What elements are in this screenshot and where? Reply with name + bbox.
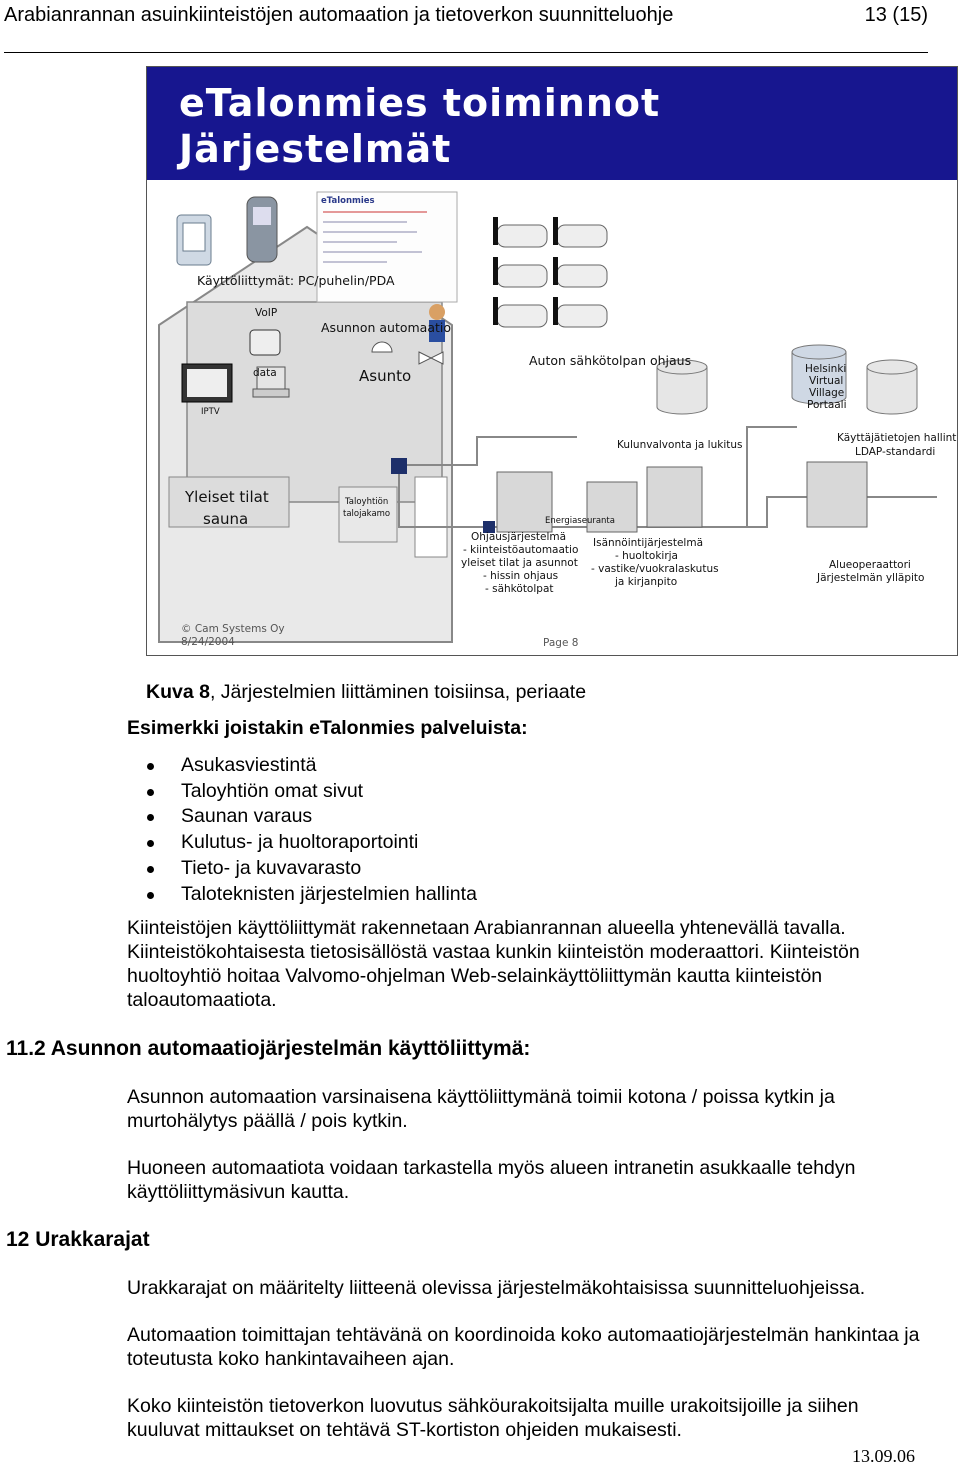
document-title: Arabianrannan asuinkiinteistöjen automaa… xyxy=(4,4,674,26)
label-user-mgmt-2: LDAP-standardi xyxy=(855,446,936,458)
label-control-2: yleiset tilat ja asunnot xyxy=(461,557,578,569)
footer-date: 13.09.06 xyxy=(852,1446,915,1466)
label-access-control: Kulunvalvonta ja lukitus xyxy=(617,439,743,451)
label-helsinki-1: Helsinki xyxy=(805,363,847,375)
label-operator-1: Järjestelmän ylläpito xyxy=(817,572,925,584)
bullet-icon xyxy=(147,763,154,770)
valve-icon xyxy=(418,351,444,365)
common-areas-box xyxy=(168,476,290,528)
label-manager-3: ja kirjanpito xyxy=(615,576,678,588)
voip-phone-icon xyxy=(249,329,281,356)
label-common-2: sauna xyxy=(203,510,249,528)
paragraph-supplier-task: Automaation toimittajan tehtävänä on koo… xyxy=(127,1324,920,1370)
list-item: Saunan varaus xyxy=(147,804,477,830)
bullet-icon xyxy=(147,891,154,899)
label-hw-1: Taloyhtiön xyxy=(345,497,389,507)
paragraph-switches: Asunnon automaation varsinaisena käyttöl… xyxy=(127,1086,835,1132)
label-helsinki-3: Village xyxy=(809,387,845,399)
paragraph-network-handover: Koko kiinteistön tietoverkon luovutus sä… xyxy=(127,1395,859,1441)
switchboard-box xyxy=(338,486,398,543)
service-label: Tieto- ja kuvavarasto xyxy=(181,856,362,879)
label-car-charging: Auton sähkötolpan ohjaus xyxy=(529,353,692,368)
web-screenshot xyxy=(316,191,458,303)
paragraph-contract-limits: Urakkarajat on määritelty liitteenä olev… xyxy=(127,1277,866,1299)
label-control-0: Ohjausjärjestelmä xyxy=(471,531,567,543)
list-item: Kulutus- ja huoltoraportointi xyxy=(147,830,477,856)
service-label: Taloteknisten järjestelmien hallinta xyxy=(181,882,477,905)
services-list: Asukasviestintä Taloyhtiön omat sivut Sa… xyxy=(147,753,477,907)
bullet-icon xyxy=(147,788,154,796)
caption-text: , Järjestelmien liittäminen toisiinsa, p… xyxy=(209,681,587,703)
service-label: Asukasviestintä xyxy=(181,754,317,776)
section-heading-12: 12 Urakkarajat xyxy=(6,1228,150,1251)
system-diagram xyxy=(158,191,937,643)
label-page: Page 8 xyxy=(543,637,579,649)
examples-heading: Esimerkki joistakin eTalonmies palveluis… xyxy=(127,717,528,739)
paragraph-interfaces: Kiinteistöjen käyttöliittymät rakennetaa… xyxy=(127,917,860,1011)
label-voip: VoIP xyxy=(255,307,278,319)
list-item: Taloteknisten järjestelmien hallinta xyxy=(147,882,477,908)
bullet-icon xyxy=(147,865,154,873)
bullet-icon xyxy=(147,814,154,822)
figure-title-1: eTalonmies toiminnot xyxy=(179,81,661,125)
list-item: Asukasviestintä xyxy=(147,753,477,779)
label-iptv: IPTV xyxy=(201,407,220,417)
page-number: 13 (15) xyxy=(864,4,928,26)
label-manager-2: - vastike/vuokralaskutus xyxy=(591,563,719,575)
system-diagram-figure: eTalonmies toiminnot Järjestelmät xyxy=(146,66,958,656)
label-user-mgmt-1: Käyttäjätietojen hallinta xyxy=(837,432,958,444)
car-grid xyxy=(496,224,608,328)
label-common-1: Yleiset tilat xyxy=(185,488,269,506)
bullet-icon xyxy=(147,840,154,848)
label-helsinki-2: Virtual xyxy=(809,375,844,387)
database-cylinders xyxy=(656,344,918,415)
label-energy: Energiaseuranta xyxy=(545,516,615,526)
lamp-icon xyxy=(371,341,393,353)
label-hw-2: talojakamo xyxy=(343,509,391,519)
label-control-1: - kiinteistöautomaatio xyxy=(463,544,579,556)
door xyxy=(414,476,448,558)
network-line-3 xyxy=(746,426,797,527)
label-control-3: - hissin ohjaus xyxy=(483,570,559,582)
label-copyright: © Cam Systems Oy xyxy=(181,623,285,635)
network-line-2 xyxy=(399,436,577,466)
service-label: Saunan varaus xyxy=(181,805,313,828)
figure-banner: eTalonmies toiminnot Järjestelmät xyxy=(147,67,957,180)
paragraph-intranet: Huoneen automaatiota voidaan tarkastella… xyxy=(127,1157,856,1203)
network-node-2 xyxy=(483,521,495,533)
label-manager-1: - huoltokirja xyxy=(615,550,678,562)
page-header: Arabianrannan asuinkiinteistöjen automaa… xyxy=(4,2,928,53)
service-label: Taloyhtiön omat sivut xyxy=(181,779,364,802)
label-helsinki-4: Portaali xyxy=(807,399,847,411)
label-manager-0: Isännöintijärjestelmä xyxy=(593,537,704,549)
figure-title-2: Järjestelmät xyxy=(179,127,452,171)
network-node xyxy=(391,458,407,474)
mobile-phone xyxy=(246,196,278,263)
label-date: 8/24/2004 xyxy=(181,636,235,648)
server-racks xyxy=(496,461,868,533)
label-screen-title: eTalonmies xyxy=(321,196,375,206)
section-heading-11-2: 11.2 Asunnon automaatiojärjestelmän käyt… xyxy=(6,1037,531,1060)
label-apartment: Asunto xyxy=(359,367,412,385)
technician-figure xyxy=(429,304,445,320)
label-ui: Käyttöliittymät: PC/puhelin/PDA xyxy=(197,273,395,288)
list-item: Tieto- ja kuvavarasto xyxy=(147,856,477,882)
list-item: Taloyhtiön omat sivut xyxy=(147,779,477,805)
charging-posts xyxy=(493,217,558,325)
label-operator-0: Alueoperaattori xyxy=(829,559,911,571)
label-data: data xyxy=(253,367,277,379)
label-control-4: - sähkötolpat xyxy=(485,583,554,595)
figure-caption: Kuva 8, Järjestelmien liittäminen toisii… xyxy=(146,680,586,704)
label-home-automation: Asunnon automaatio xyxy=(321,320,452,335)
service-label: Kulutus- ja huoltoraportointi xyxy=(181,831,419,854)
caption-number: Kuva 8 xyxy=(146,681,210,703)
